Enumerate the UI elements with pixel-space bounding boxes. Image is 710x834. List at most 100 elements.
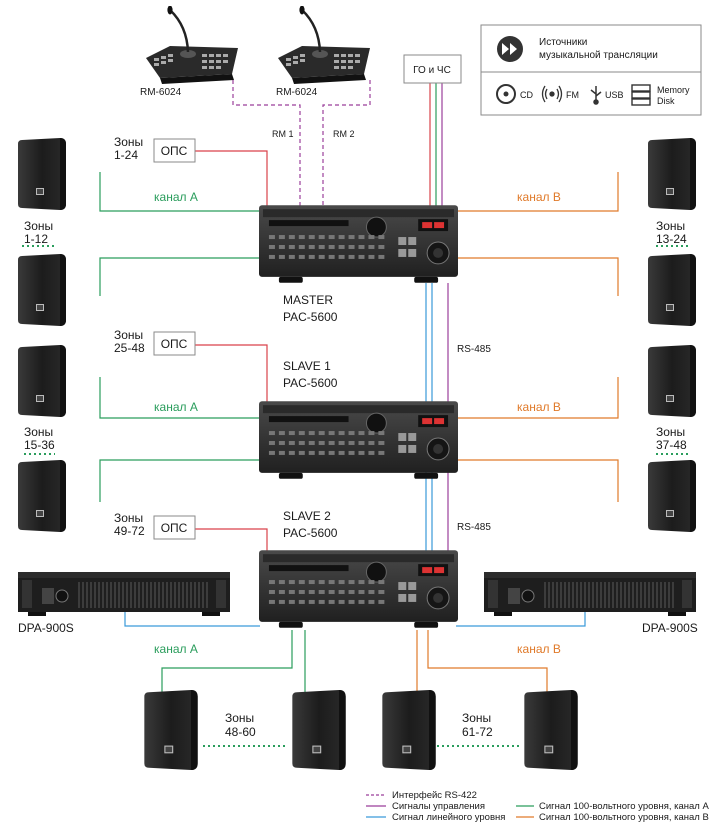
zones-bottom-right-2: 61-72 (462, 725, 493, 739)
amplifier-left-label: DPA-900S (18, 621, 74, 635)
speaker-left-1 (18, 138, 66, 210)
rs485-1: RS-485 (457, 344, 491, 355)
chB-bottom-2 (427, 630, 548, 692)
channel-b-label-3: канал В (517, 642, 561, 656)
zones-left-top-1: Зоны (24, 219, 53, 233)
unit-slave2-role: SLAVE 2 (283, 509, 331, 523)
channel-a-label-1: канал А (154, 190, 198, 204)
channel-b-label-2: канал В (517, 400, 561, 414)
speaker-bottom-1 (144, 690, 198, 770)
zones-bottom-left-1: Зоны (225, 711, 254, 725)
channel-a-label-3: канал А (154, 642, 198, 656)
ops-1-zones-1: Зоны (114, 135, 143, 149)
usb-icon (590, 86, 602, 105)
speaker-bottom-2 (292, 690, 346, 770)
connection-lines (22, 80, 689, 747)
ops-2: Зоны 25-48 ОПС (114, 328, 196, 356)
amplifier-left: DPA-900S (18, 572, 230, 635)
radio-icon (541, 85, 563, 103)
zones-right-top-2: 13-24 (656, 232, 687, 246)
amp-left-blue (124, 612, 260, 627)
ops-3: Зоны 49-72 ОПС (114, 511, 196, 540)
zones-right-mid-2: 37-48 (656, 438, 687, 452)
speaker-right-3 (648, 345, 696, 417)
unit-slave2-model: PAC-5600 (283, 526, 338, 540)
rs485-2: RS-485 (457, 522, 491, 533)
ops-1-label: ОПС (161, 144, 188, 158)
sources-title-1: Источники (539, 37, 587, 48)
legend-label: Сигнал 100-вольтного уровня, канал А (539, 801, 709, 812)
chA-master-1 (99, 172, 260, 212)
fm-label: FM (566, 90, 579, 100)
zones-left-mid-1: Зоны (24, 425, 53, 439)
ops-1-zones-2: 1-24 (114, 148, 138, 162)
channel-a-label-2: канал А (154, 400, 198, 414)
zones-right-mid-1: Зоны (656, 425, 685, 439)
speaker-right-1 (648, 138, 696, 210)
unit-master-role: MASTER (283, 293, 333, 307)
legend-item: Сигнал 100-вольтного уровня, канал А (516, 801, 709, 812)
speaker-right-4 (648, 460, 696, 532)
ops-3-zones-2: 49-72 (114, 524, 145, 538)
rm1-label: RM 1 (272, 129, 294, 139)
chB-slave1-1 (456, 377, 619, 419)
chA-bottom-1 (161, 630, 293, 692)
ops-2-zones-1: Зоны (114, 328, 143, 342)
speaker-left-4 (18, 460, 66, 532)
unit-slave1: SLAVE 1 PAC-5600 (259, 359, 458, 480)
legend-label: Интерфейс RS-422 (392, 790, 477, 801)
sources-box: Источники музыкальной трансляции CD FM U… (480, 24, 702, 116)
go-box: ГО и ЧС (403, 54, 462, 84)
remote-1: RM-6024 (140, 6, 240, 98)
remote-2: RM-6024 (276, 6, 372, 98)
chA-master-2 (99, 257, 260, 296)
speaker-bottom-4 (524, 690, 578, 770)
legend-item: Сигнал 100-вольтного уровня, канал В (516, 812, 709, 823)
legend-item: Сигнал линейного уровня (366, 812, 505, 823)
amplifier-right: DPA-900S (484, 572, 698, 635)
speaker-bottom-3 (382, 690, 436, 770)
speaker-right-2 (648, 254, 696, 326)
ops-3-zones-1: Зоны (114, 511, 143, 525)
unit-slave1-model: PAC-5600 (283, 376, 338, 390)
ops-3-label: ОПС (161, 521, 188, 535)
rm1-line (232, 80, 301, 207)
unit-master-model: PAC-5600 (283, 310, 338, 324)
unit-slave1-role: SLAVE 1 (283, 359, 331, 373)
usb-label: USB (605, 90, 624, 100)
music-sources-icon (497, 36, 523, 62)
channel-b-label-1: канал В (517, 190, 561, 204)
chA-slave1-1 (99, 377, 260, 419)
chB-master-1 (456, 172, 619, 212)
zones-bottom-left-2: 48-60 (225, 725, 256, 739)
ops-2-zones-2: 25-48 (114, 341, 145, 355)
amp-right-blue (456, 612, 586, 627)
speaker-left-3 (18, 345, 66, 417)
ops2-line (195, 344, 268, 405)
cd-label: CD (520, 90, 533, 100)
legend-label: Сигналы управления (392, 801, 485, 812)
zones-left-mid-2: 15-36 (24, 438, 55, 452)
legend-label: Сигнал линейного уровня (392, 812, 505, 823)
chA-slave1-2 (99, 459, 260, 502)
legend: Интерфейс RS-422 Сигналы управления Сигн… (366, 790, 709, 823)
memory-label-2: Disk (657, 96, 675, 106)
legend-label: Сигнал 100-вольтного уровня, канал В (539, 812, 709, 823)
sources-title-2: музыкальной трансляции (539, 50, 658, 61)
rm2-label: RM 2 (333, 129, 355, 139)
zones-bottom-right-1: Зоны (462, 711, 491, 725)
remote-1-label: RM-6024 (140, 87, 182, 98)
memory-label-1: Memory (657, 85, 690, 95)
amplifier-right-label: DPA-900S (642, 621, 698, 635)
ops1-line (195, 150, 268, 207)
chB-master-2 (456, 257, 619, 296)
legend-item: Интерфейс RS-422 (366, 790, 477, 801)
unit-slave2: SLAVE 2 PAC-5600 (259, 509, 458, 629)
memory-disk-icon (631, 84, 651, 106)
cd-icon (496, 84, 516, 104)
speaker-left-2 (18, 254, 66, 326)
chB-slave1-2 (456, 459, 619, 502)
zones-right-top-1: Зоны (656, 219, 685, 233)
ops-1: Зоны 1-24 ОПС (114, 135, 196, 163)
